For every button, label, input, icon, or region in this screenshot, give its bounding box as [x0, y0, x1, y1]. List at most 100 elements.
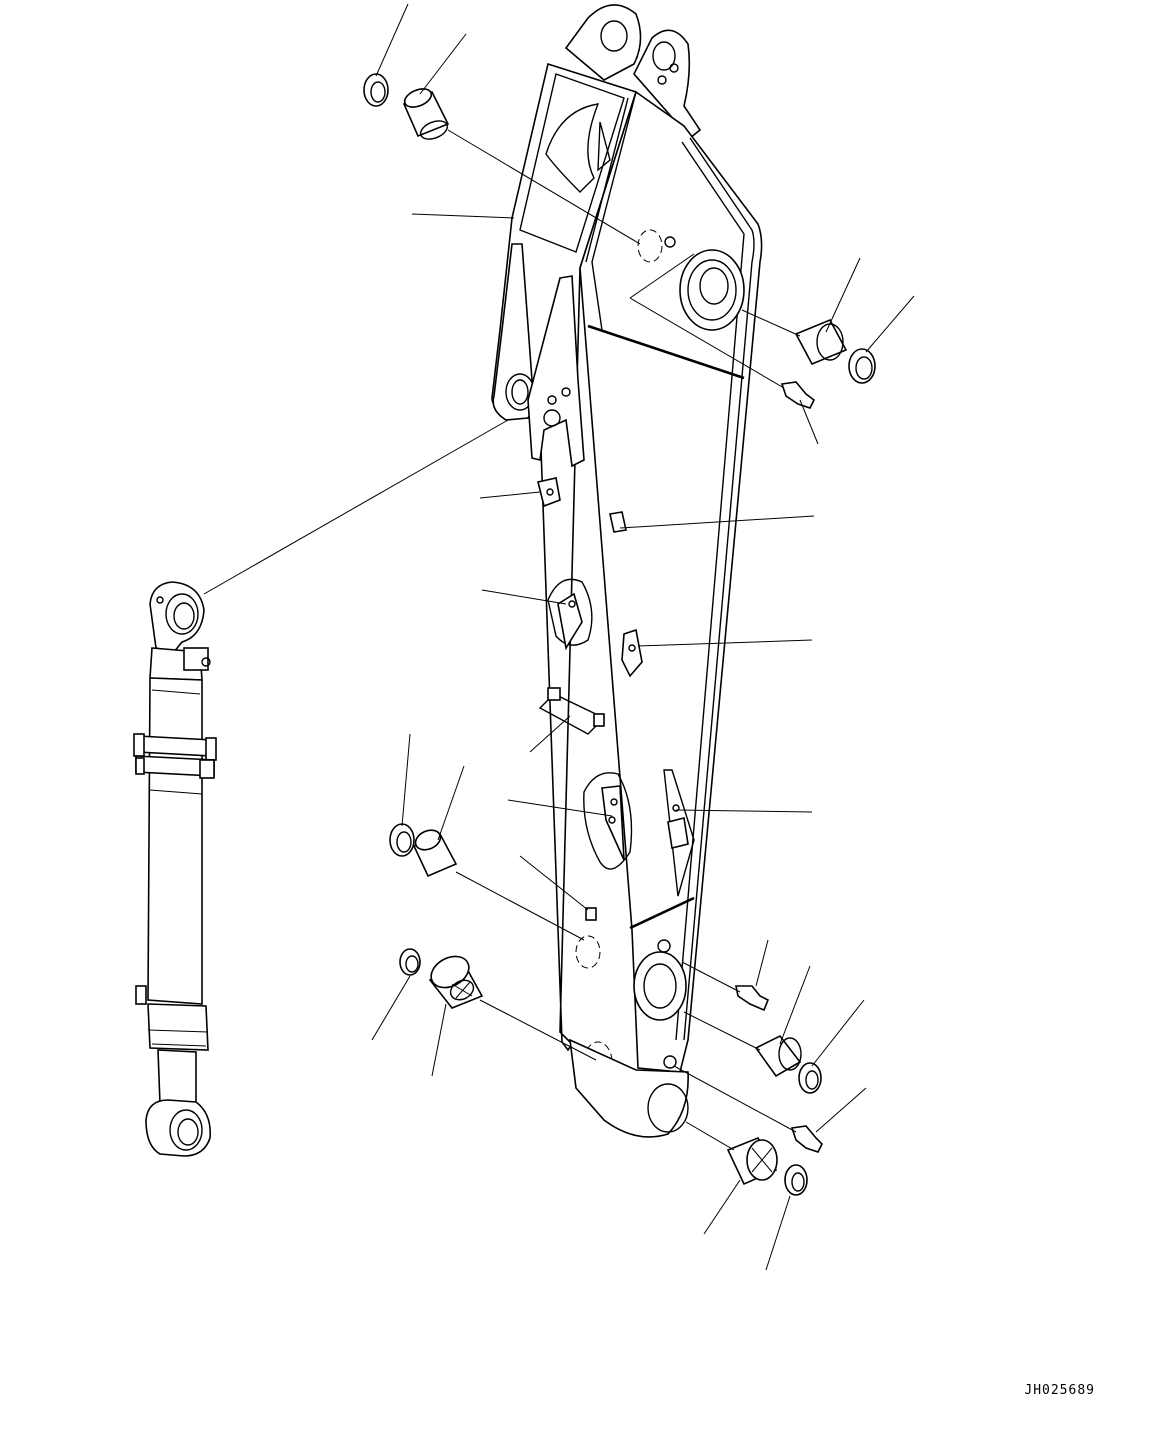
cylinder-tube-line	[149, 789, 203, 795]
arm-hidden-nut	[664, 236, 676, 248]
arm-top-bolt	[657, 75, 667, 85]
leader-line	[779, 965, 811, 1045]
cylinder-rod	[157, 1049, 197, 1107]
leader-line	[637, 639, 813, 647]
arm-edge-line	[683, 137, 755, 1041]
leader-line	[479, 491, 541, 499]
arm-bracket-pin-hole	[511, 379, 529, 405]
arm-edge-line	[585, 97, 629, 263]
leader-line	[811, 999, 865, 1067]
assembly-line	[681, 961, 741, 993]
arm-cover-bolt	[568, 600, 576, 608]
arm-top-boss-left-hole	[600, 20, 628, 52]
cylinder-bottom-eye-hole	[177, 1118, 199, 1146]
grease-fitting	[790, 1125, 823, 1153]
leader-line	[481, 589, 567, 605]
assembly-line	[447, 129, 641, 245]
assembly-line	[629, 297, 785, 389]
cylinder-tube	[147, 677, 203, 1005]
cylinder-tube-line	[147, 1029, 209, 1033]
arm-lower-nut	[657, 939, 671, 953]
cylinder-tube-line	[151, 689, 201, 695]
drawing-part-code: JH025689	[1024, 1383, 1095, 1398]
leader-line	[375, 3, 409, 77]
cylinder-grease-point	[156, 596, 164, 604]
leader-line	[431, 1003, 447, 1077]
leader-line	[815, 1087, 867, 1133]
cylinder-clamp	[137, 735, 213, 757]
arm-top-bolt	[669, 63, 679, 73]
arm-center-bracket	[527, 275, 585, 468]
arm-clamp	[593, 713, 605, 727]
arm-clamp	[547, 687, 561, 701]
flanged-bushing-bore	[449, 979, 475, 1001]
cylinder-clamp-lug	[135, 757, 145, 775]
arm-clip-bolt	[546, 488, 554, 496]
flanged-bushing-cross	[451, 981, 473, 999]
seal-ring	[363, 73, 389, 107]
leader-line	[519, 855, 589, 911]
arm-cover-bolt	[610, 798, 618, 806]
arm-access-cover	[583, 772, 633, 870]
seal-ring-inner	[370, 81, 386, 103]
assembly-line	[685, 1121, 735, 1151]
cylinder-top-eye-hole	[173, 602, 195, 630]
seal-ring	[848, 348, 876, 384]
leader-line	[401, 733, 411, 827]
arm-hidden-boss	[637, 229, 663, 263]
seal-ring	[399, 948, 421, 976]
seal-ring-inner	[396, 831, 412, 853]
assembly-line	[629, 253, 695, 299]
arm-top-frame	[519, 73, 625, 253]
arm-top-cutout	[597, 121, 611, 172]
arm-cover-plate	[557, 592, 583, 651]
assembly-line	[203, 419, 509, 595]
cylinder-top-eye-hole	[165, 593, 199, 635]
leader-line	[437, 765, 465, 841]
seal-ring	[798, 1062, 822, 1094]
leader-line	[411, 213, 515, 219]
arm-top-boss-left	[564, 4, 642, 81]
arm-bottom-nut	[663, 1055, 677, 1069]
callout-leaders	[371, 3, 915, 1271]
arm-right-plate	[579, 90, 763, 1073]
seal-ring-inner	[405, 955, 419, 973]
assembly-line	[455, 871, 585, 941]
assembly-line	[673, 1065, 797, 1133]
seal-ring	[784, 1164, 808, 1196]
leader-line	[419, 33, 467, 95]
leader-line	[765, 1195, 791, 1271]
assembly-line	[479, 999, 597, 1061]
arm-clip	[609, 511, 627, 533]
cylinder-clamp-lug	[133, 733, 145, 757]
bushing	[794, 318, 848, 366]
arm-top-boss-right-hole	[652, 41, 676, 71]
arm-body	[491, 4, 763, 1138]
seal-ring-inner	[855, 356, 873, 380]
arm-side-bracket-bolt	[628, 644, 636, 652]
hydraulic-cylinder	[133, 581, 217, 1157]
bushing-cross	[751, 1147, 773, 1173]
arm-diamond-plate-block	[667, 817, 689, 849]
cylinder-bolt-row	[151, 1043, 207, 1047]
arm-lower-boss-hole	[643, 963, 677, 1009]
cylinder-fitting-bolt	[201, 657, 211, 667]
leader-line	[755, 939, 769, 987]
cylinder-rod-end	[147, 1003, 209, 1051]
leader-line	[619, 515, 815, 529]
arm-cover-bolt	[608, 816, 616, 824]
arm-diamond-bolt	[672, 804, 680, 812]
leader-line	[507, 799, 613, 817]
grease-fitting	[735, 985, 770, 1012]
arm-bottom-tip	[569, 1038, 689, 1138]
cylinder-bottom-eye-hole	[169, 1109, 203, 1151]
arm-top-cutout	[545, 103, 600, 193]
bushing-face	[778, 1037, 802, 1071]
cylinder-fitting	[135, 985, 147, 1005]
assembly-line	[683, 1011, 761, 1051]
arm-center-bracket-bolt	[547, 395, 557, 405]
bushing-face	[403, 88, 433, 108]
loose-parts	[363, 73, 876, 1196]
arm-edge-line	[591, 91, 637, 331]
